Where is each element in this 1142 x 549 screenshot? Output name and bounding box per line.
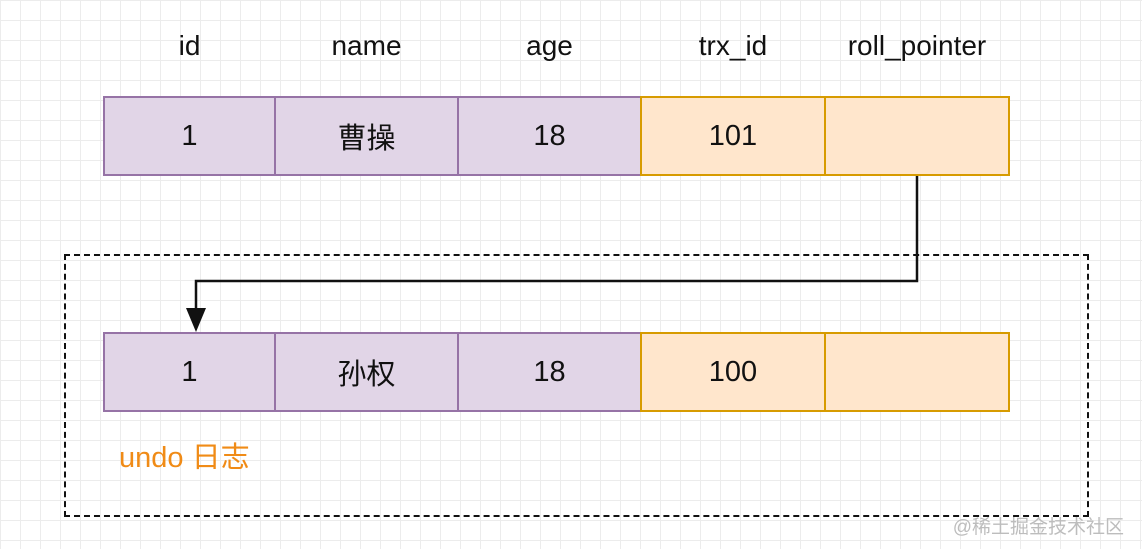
column-header-trx-id: trx_id — [698, 30, 768, 61]
column-header-roll-pointer: roll_pointer — [847, 30, 987, 61]
roll-pointer-arrow-line — [194, 176, 919, 312]
column-header-age: age — [526, 30, 573, 61]
undo-row-roll-pointer-cell — [824, 332, 1010, 412]
undo-row-id-cell: 1 — [103, 332, 276, 412]
current-row-name-cell: 曹操 — [274, 96, 459, 176]
current-row-id-cell: 1 — [103, 96, 276, 176]
column-header-id: id — [178, 30, 201, 61]
undo-log-container — [64, 254, 1089, 517]
current-row-roll-pointer-cell — [824, 96, 1010, 176]
undo-row-trx-id-cell: 100 — [640, 332, 826, 412]
column-header-name: name — [331, 30, 402, 61]
undo-row-name-cell: 孙权 — [274, 332, 459, 412]
roll-pointer-arrow-head — [186, 308, 206, 332]
watermark: @稀土掘金技术社区 — [952, 517, 1124, 538]
undo-log-label: undo 日志 — [119, 442, 250, 474]
